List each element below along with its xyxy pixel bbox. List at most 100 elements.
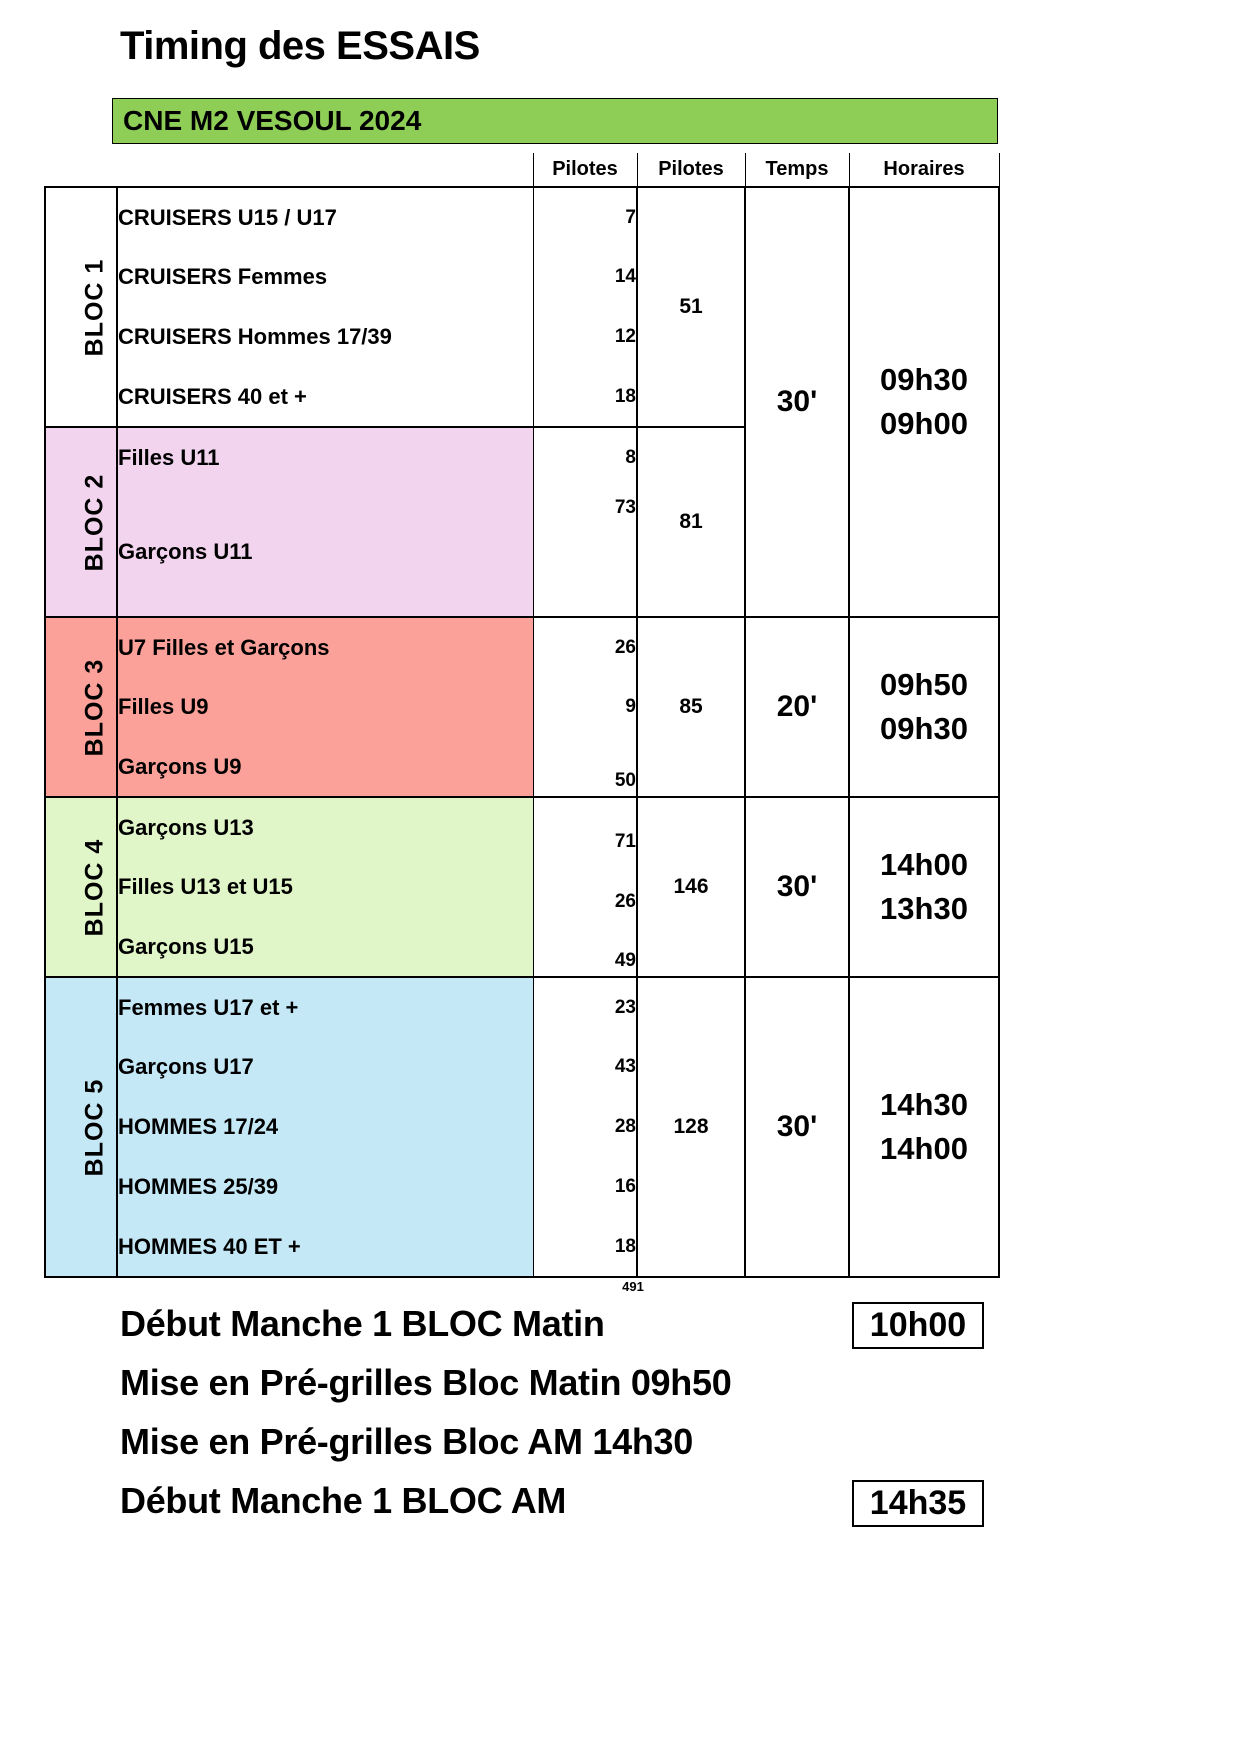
table-row: Filles U9 9	[45, 677, 999, 737]
pilotes-cell: 23	[532, 976, 638, 1037]
pilotes-cell: 43	[532, 1037, 638, 1097]
timing-table: Pilotes Pilotes Temps Horaires BLOC 1 CR…	[44, 153, 1000, 1278]
pilotes-cell: 26	[532, 616, 638, 677]
footer-line-1: Début Manche 1 BLOC Matin	[120, 1303, 605, 1344]
table-row: CRUISERS Hommes 17/39 12	[45, 307, 999, 367]
horaire-debut: 09h30	[880, 711, 968, 746]
footer-time-box-2: 14h35	[852, 1480, 984, 1527]
pilotes-cell: 71	[532, 796, 638, 857]
table-row: Garçons U15 49	[45, 917, 999, 978]
header-pilotes-total: Pilotes	[636, 153, 746, 188]
event-banner-label: CNE M2 VESOUL 2024	[123, 105, 422, 136]
footer-line-2: Mise en Pré-grilles Bloc Matin 09h50	[120, 1362, 732, 1403]
horaire-debut: 09h00	[880, 406, 968, 441]
pilotes-cell: 26	[532, 857, 638, 917]
bloc-horaires-1: 09h00 09h30	[848, 186, 1000, 618]
table-row: Filles U13 et U15 26	[45, 857, 999, 917]
grand-total: 491	[622, 1279, 644, 1294]
bloc-temps-4: 30'	[744, 796, 850, 978]
table-row: BLOC 2 Filles U11 8 81	[44, 426, 999, 618]
footer-time-box-1: 10h00	[852, 1302, 984, 1349]
bloc-label-1: BLOC 1	[44, 186, 118, 428]
event-banner: CNE M2 VESOUL 2024	[112, 98, 998, 144]
pilotes-cell: 49	[532, 917, 638, 978]
table-row: BLOC 4 Garçons U13 71 146 30' 13h30 14h0…	[44, 796, 1000, 978]
bloc-label-3-text: BLOC 3	[80, 658, 109, 756]
pilotes-cell: 28	[532, 1097, 638, 1157]
category-cell: HOMMES 17/24	[116, 1097, 534, 1157]
pilotes-cell: 7	[532, 186, 638, 247]
category-cell: Femmes U17 et +	[116, 976, 534, 1037]
footer-line-4: Début Manche 1 BLOC AM	[120, 1480, 567, 1521]
horaire-debut: 14h00	[880, 1131, 968, 1166]
pilotes-cell: 16	[532, 1157, 638, 1217]
header-horaires: Horaires	[848, 153, 1000, 188]
horaire-fin: 09h30	[880, 362, 968, 397]
pilotes-cell: 8	[532, 426, 638, 487]
table-header-row: Pilotes Pilotes Temps Horaires	[45, 153, 1000, 188]
pilotes-cell: 18	[532, 367, 638, 428]
category-cell: HOMMES 40 ET +	[116, 1217, 534, 1278]
bloc-total-5: 128	[636, 976, 746, 1278]
category-cell: Garçons U17	[116, 1037, 534, 1097]
header-pilotes: Pilotes	[532, 153, 638, 188]
pilotes-cell: 14	[532, 247, 638, 307]
bloc-temps-5: 30'	[744, 976, 850, 1278]
horaire-fin: 14h30	[880, 1087, 968, 1122]
bloc-label-2: BLOC 2	[44, 426, 118, 618]
pilotes-cell: 18	[532, 1217, 638, 1278]
category-cell: Filles U13 et U15	[116, 857, 534, 917]
category-cell: Garçons U15	[116, 917, 534, 978]
table-row: Garçons U17 43	[45, 1037, 999, 1097]
pilotes-cell: 12	[532, 307, 638, 367]
bloc-total-4: 146	[636, 796, 746, 978]
table-row: CRUISERS Femmes 14	[45, 247, 999, 307]
horaire-fin: 09h50	[880, 667, 968, 702]
table-row: BLOC 3 U7 Filles et Garçons 26 85 20' 09…	[44, 616, 1000, 798]
footer-line-3: Mise en Pré-grilles Bloc AM 14h30	[120, 1421, 693, 1462]
table-row: HOMMES 40 ET + 18	[45, 1217, 999, 1278]
header-category	[117, 153, 533, 187]
category-cell: Garçons U13	[116, 796, 534, 857]
page-title: Timing des ESSAIS	[120, 24, 480, 68]
horaire-fin: 14h00	[880, 847, 968, 882]
bloc-total-2: 81	[636, 426, 746, 618]
category-cell: Filles U9	[116, 677, 534, 737]
category-cell: CRUISERS U15 / U17	[116, 186, 534, 247]
category-cell: CRUISERS Hommes 17/39	[116, 307, 534, 367]
table-row: BLOC 5 Femmes U17 et + 23 128 30' 14h00 …	[44, 976, 1000, 1278]
category-cell: CRUISERS Femmes	[116, 247, 534, 307]
timing-table-wrapper: Pilotes Pilotes Temps Horaires BLOC 1 CR…	[44, 153, 1000, 1278]
table-row: HOMMES 17/24 28	[45, 1097, 999, 1157]
bloc-horaires-3: 09h30 09h50	[848, 616, 1000, 798]
bloc-total-1: 51	[636, 186, 746, 428]
bloc-temps-3: 20'	[744, 616, 850, 798]
bloc-temps-1: 30'	[744, 186, 850, 618]
bloc-horaires-4: 13h30 14h00	[848, 796, 1000, 978]
category-cell: Filles U11	[116, 426, 534, 487]
bloc-horaires-5: 14h00 14h30	[848, 976, 1000, 1278]
bloc-label-5-text: BLOC 5	[80, 1078, 109, 1176]
table-row: HOMMES 25/39 16	[45, 1157, 999, 1217]
bloc-label-1-text: BLOC 1	[80, 258, 109, 356]
bloc-label-2-text: BLOC 2	[80, 473, 109, 571]
category-cell: Garçons U9	[116, 737, 534, 798]
bloc-label-5: BLOC 5	[44, 976, 118, 1278]
header-bloc	[45, 153, 117, 187]
table-row: CRUISERS 40 et + 18	[45, 367, 999, 428]
category-cell: Garçons U11	[116, 487, 534, 618]
pilotes-cell: 9	[532, 677, 638, 737]
table-row: Garçons U11 73	[45, 487, 999, 618]
pilotes-cell: 73	[532, 487, 638, 618]
table-row: BLOC 1 CRUISERS U15 / U17 7 51 30' 09h00…	[44, 186, 1000, 618]
horaire-debut: 13h30	[880, 891, 968, 926]
pilotes-cell: 50	[532, 737, 638, 798]
bloc-label-3: BLOC 3	[44, 616, 118, 798]
header-temps: Temps	[744, 153, 850, 188]
category-cell: HOMMES 25/39	[116, 1157, 534, 1217]
category-cell: U7 Filles et Garçons	[116, 616, 534, 677]
table-row: Garçons U9 50	[45, 737, 999, 798]
bloc-label-4-text: BLOC 4	[80, 838, 109, 936]
category-cell: CRUISERS 40 et +	[116, 367, 534, 428]
bloc-total-3: 85	[636, 616, 746, 798]
